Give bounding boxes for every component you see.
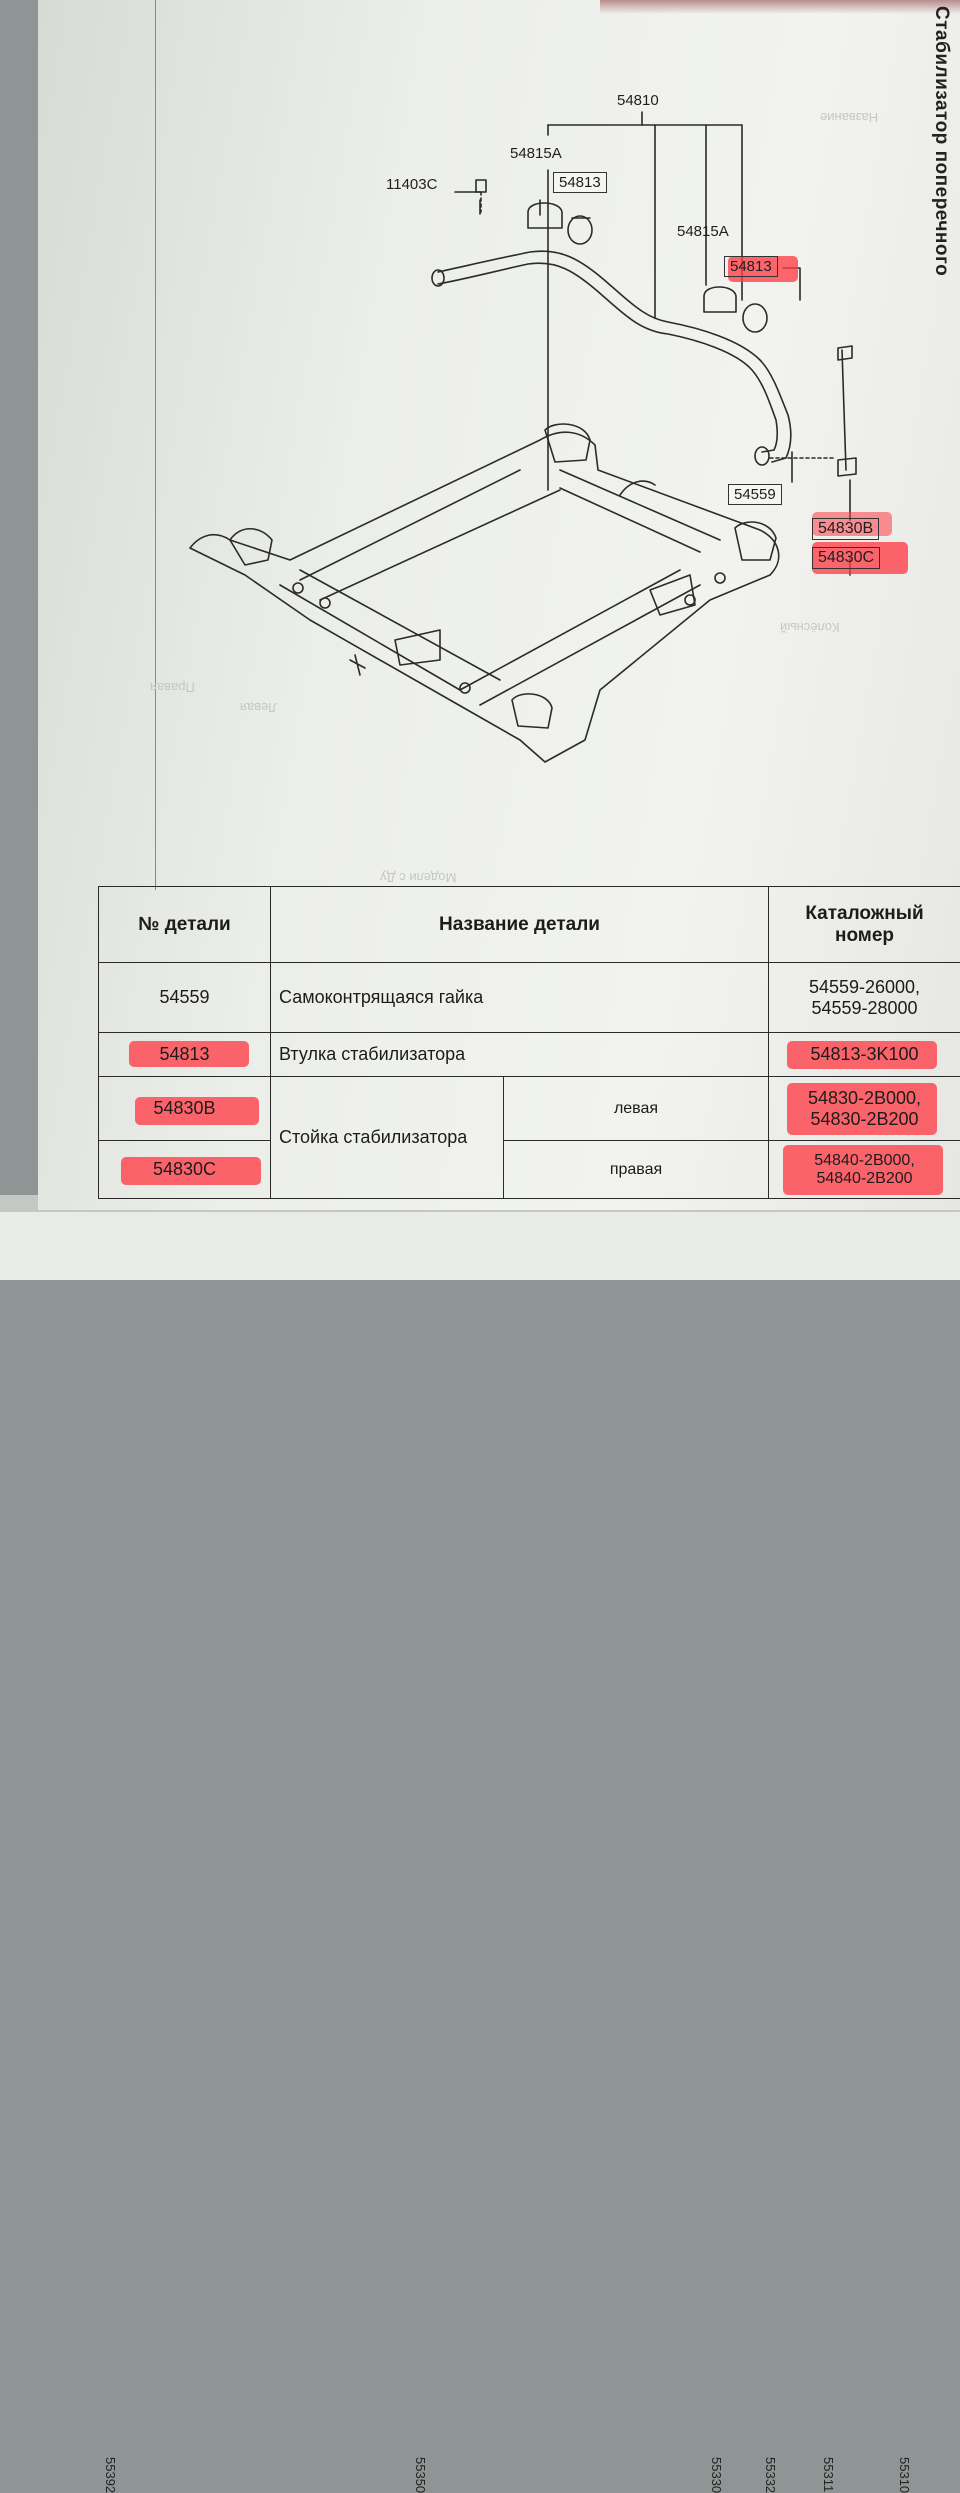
next-page-number: 55311 xyxy=(821,2457,836,2492)
catalog-cell: 54813-3K100 xyxy=(769,1033,960,1077)
header-catalog-no-text: Каталожный номер xyxy=(805,903,923,946)
catalog-number: 54559-28000 xyxy=(777,998,952,1019)
front-right-mount xyxy=(512,694,552,728)
callout-54810: 54810 xyxy=(617,92,659,109)
part-no-cell: 54813 xyxy=(99,1033,271,1077)
side-cell: левая xyxy=(504,1077,769,1141)
part-no-cell: 54830B xyxy=(99,1077,271,1141)
bracket-left xyxy=(528,203,562,228)
rear-crossmember xyxy=(560,470,720,552)
parts-table: № детали Название детали Каталожный номе… xyxy=(98,886,960,1199)
bolt-hole xyxy=(715,573,725,583)
callout-54813: 54813 xyxy=(553,172,607,193)
next-page-strip: 55392 55350 55330 55332 55311 55310 xyxy=(0,1212,960,1280)
front-crossmember xyxy=(280,570,500,690)
next-page-number: 55330 xyxy=(709,2457,724,2493)
catalog-cell: 54840-2B000, 54840-2B200 xyxy=(769,1141,960,1199)
table-row: 54830B Стойка стабилизатора левая 54830-… xyxy=(99,1077,960,1141)
header-catalog-no: Каталожный номер xyxy=(769,887,960,963)
catalog-number: 54559-26000, xyxy=(777,977,952,998)
bracket-right xyxy=(704,287,736,312)
rear-left-mount xyxy=(545,424,590,462)
pipe xyxy=(620,481,655,495)
part-name-cell: Втулка стабилизатора xyxy=(271,1033,769,1077)
callout-54830c: 54830C xyxy=(812,547,880,569)
callout-54813: 54813 xyxy=(724,256,778,277)
bracket-tab xyxy=(350,655,365,675)
next-page-number: 55332 xyxy=(763,2457,778,2493)
bolt-head xyxy=(476,180,486,192)
part-name-cell: Самоконтрящаяся гайка xyxy=(271,963,769,1033)
link-top-joint xyxy=(838,346,852,360)
bolt-hole xyxy=(293,583,303,593)
link-bottom-joint xyxy=(838,458,856,476)
heat-shield xyxy=(395,630,440,665)
catalog-number: 54830-2B200 xyxy=(777,1109,952,1130)
table-row: 54559 Самоконтрящаяся гайка 54559-26000,… xyxy=(99,963,960,1033)
header-part-no: № детали xyxy=(99,887,271,963)
bushing-right xyxy=(743,304,767,332)
next-page-number: 55392 xyxy=(103,2457,118,2493)
catalog-cell: 54559-26000, 54559-28000 xyxy=(769,963,960,1033)
table-header-row: № детали Название детали Каталожный номе… xyxy=(99,887,960,963)
catalog-number: 54830-2B000, xyxy=(777,1088,952,1109)
stabilizer-bar-edge xyxy=(438,263,777,452)
callout-54830b: 54830B xyxy=(812,518,879,540)
part-no-text: 54830B xyxy=(153,1098,215,1118)
header-part-name: Название детали xyxy=(271,887,769,963)
catalog-number: 54840-2B000, xyxy=(777,1152,952,1170)
bushing-left xyxy=(568,216,592,244)
callout-54815a: 54815A xyxy=(677,223,729,240)
part-no-cell: 54559 xyxy=(99,963,271,1033)
catalog-number: 54840-2B200 xyxy=(777,1170,952,1188)
next-page-number: 55310 xyxy=(897,2457,912,2493)
nut xyxy=(755,447,769,465)
catalog-cell: 54830-2B000, 54830-2B200 xyxy=(769,1077,960,1141)
table-row: 54830C правая 54840-2B000, 54840-2B200 xyxy=(99,1141,960,1199)
stabilizer-bar xyxy=(438,251,791,462)
bolt-hole xyxy=(320,598,330,608)
subframe-outline xyxy=(190,432,779,762)
subframe-diagram xyxy=(0,0,960,890)
part-no-cell: 54830C xyxy=(99,1141,271,1199)
link-rod xyxy=(842,350,846,470)
catalog-number: 54813-3K100 xyxy=(810,1044,918,1064)
table-row: 54813 Втулка стабилизатора 54813-3K100 xyxy=(99,1033,960,1077)
side-cell: правая xyxy=(504,1141,769,1199)
part-no-text: 54813 xyxy=(159,1044,209,1064)
next-page-number: 55350 xyxy=(413,2457,428,2493)
callout-54559: 54559 xyxy=(728,484,782,505)
callout-54815a: 54815A xyxy=(510,145,562,162)
part-name-cell: Стойка стабилизатора xyxy=(271,1077,504,1199)
callout-11403c: 11403C xyxy=(386,176,437,193)
part-no-text: 54830C xyxy=(153,1159,216,1179)
